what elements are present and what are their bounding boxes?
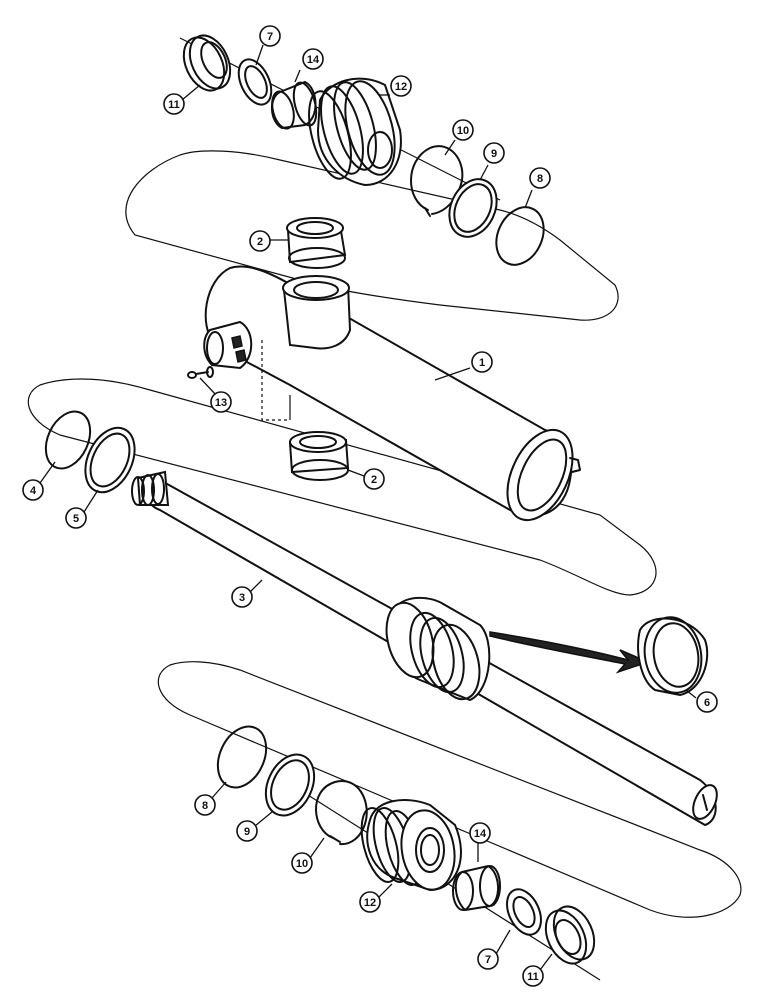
callout-10-upper: 10 <box>452 119 474 141</box>
o-ring-8-upper <box>495 206 545 266</box>
callout-14-lower: 14 <box>469 822 491 844</box>
callout-4: 4 <box>22 479 44 501</box>
callout-label: 7 <box>267 31 273 43</box>
lower-axis-line <box>299 789 601 981</box>
callout-11-lower: 11 <box>522 965 544 987</box>
callout-11-upper: 11 <box>163 93 185 115</box>
grease-fitting-13 <box>187 366 214 379</box>
callout-label: 10 <box>457 125 469 137</box>
callout-label: 12 <box>395 81 407 93</box>
gland-12-upper <box>308 77 402 187</box>
upper-kit-outline <box>125 150 619 321</box>
callout-label: 5 <box>73 513 79 525</box>
snap-ring-10-lower <box>315 780 368 846</box>
bushing-14-lower <box>452 864 501 912</box>
middle-kit-outline <box>27 378 657 596</box>
o-ring-4 <box>44 410 92 470</box>
wear-ring-arrow <box>489 631 651 674</box>
callout-13: 13 <box>210 391 232 413</box>
backup-ring-7-upper <box>237 58 273 106</box>
backup-ring-9-upper <box>448 178 498 238</box>
callout-label: 2 <box>257 236 263 248</box>
pivot-bushing-2-upper <box>286 217 347 269</box>
callout-12-upper: 12 <box>390 75 412 97</box>
callout-label: 1 <box>479 357 485 369</box>
cylinder-barrel-1 <box>203 265 581 522</box>
callout-6: 6 <box>696 691 718 713</box>
callout-label: 8 <box>202 800 208 812</box>
pivot-bushing-2-lower <box>288 431 350 481</box>
callout-label: 12 <box>364 897 376 909</box>
callout-label: 2 <box>371 474 377 486</box>
callout-label: 7 <box>485 954 491 966</box>
wear-ring-6 <box>637 616 709 697</box>
callout-8-lower: 8 <box>194 794 216 816</box>
callout-2-lower: 2 <box>363 468 385 490</box>
callout-label: 8 <box>537 173 543 185</box>
backup-ring-9-lower <box>264 753 316 817</box>
callout-5: 5 <box>65 507 87 529</box>
callout-label: 10 <box>296 858 308 870</box>
callout-label: 9 <box>244 826 250 838</box>
callout-label: 6 <box>704 697 710 709</box>
o-ring-8-lower <box>216 725 268 789</box>
backup-ring-5 <box>84 426 136 494</box>
callout-3: 3 <box>231 586 253 608</box>
bushing-14-upper <box>271 80 318 130</box>
callout-10-lower: 10 <box>291 852 313 874</box>
callout-label: 13 <box>215 397 227 409</box>
gland-12-lower <box>360 799 462 892</box>
wiper-seal-11-upper <box>182 34 232 92</box>
callout-7-upper: 7 <box>259 25 281 47</box>
callout-12-lower: 12 <box>359 891 381 913</box>
callout-label: 3 <box>239 592 245 604</box>
callout-8-upper: 8 <box>529 167 551 189</box>
callout-7-lower: 7 <box>477 948 499 970</box>
callout-9-lower: 9 <box>236 820 258 842</box>
callout-1: 1 <box>471 351 493 373</box>
callout-14-upper: 14 <box>302 48 324 70</box>
callout-9-upper: 9 <box>483 142 505 164</box>
piston <box>385 596 491 702</box>
backup-ring-7-lower <box>506 888 542 936</box>
callout-label: 9 <box>491 148 497 160</box>
callout-2-upper: 2 <box>249 230 271 252</box>
lower-kit-outline <box>157 661 742 918</box>
callout-label: 4 <box>30 485 37 497</box>
callout-label: 11 <box>527 971 539 983</box>
wiper-seal-11-lower <box>544 905 596 965</box>
callout-label: 11 <box>168 99 180 111</box>
callout-label: 14 <box>474 828 487 840</box>
callout-label: 14 <box>307 54 320 66</box>
